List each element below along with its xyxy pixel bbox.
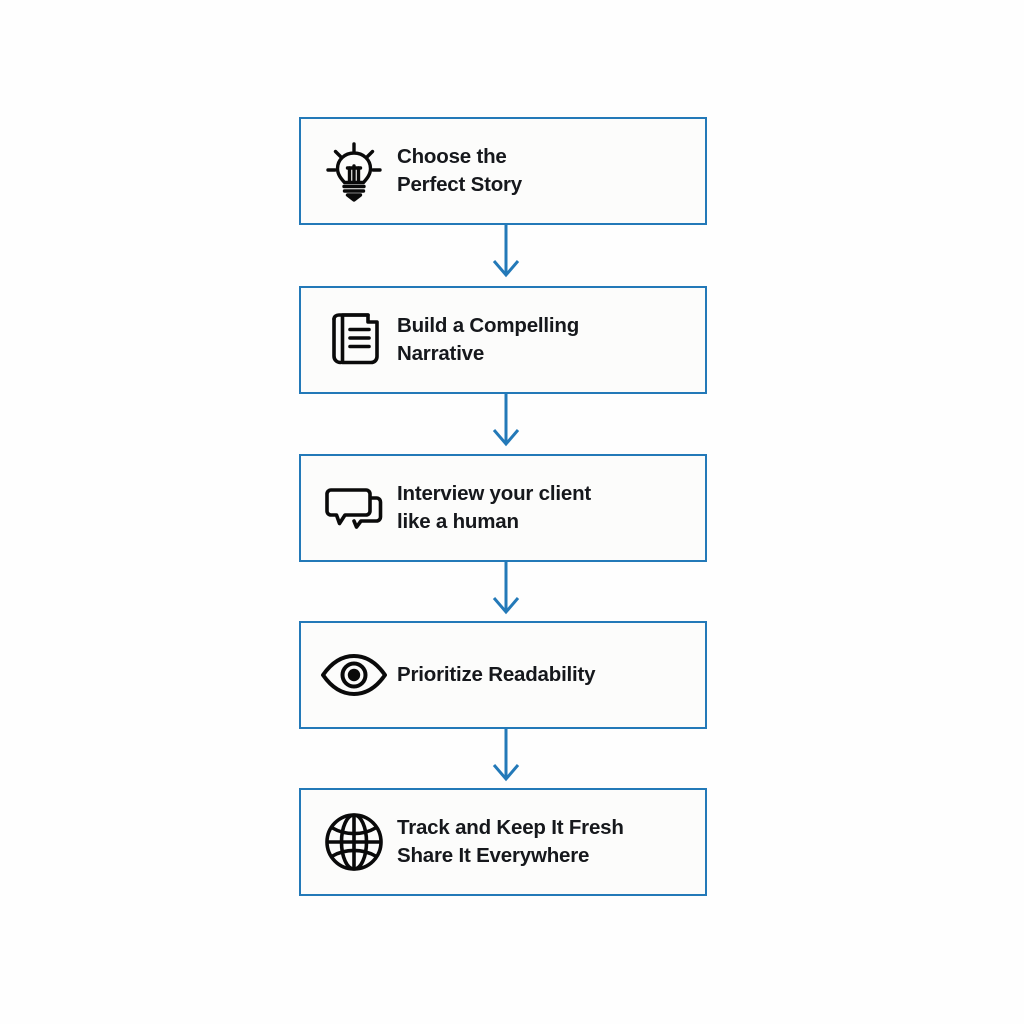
connector-3-to-4 xyxy=(0,562,1024,622)
eye-icon xyxy=(301,623,397,727)
chat-bubbles-icon xyxy=(301,456,397,560)
lightbulb-icon xyxy=(301,119,397,223)
connector-1-to-2 xyxy=(0,225,1024,285)
flow-step-2[interactable]: Build a Compelling Narrative xyxy=(299,286,707,394)
flow-step-2-label: Build a Compelling Narrative xyxy=(397,313,580,365)
flow-step-5-label: Track and Keep It Fresh Share It Everywh… xyxy=(397,815,624,867)
flow-step-4-label: Prioritize Readability xyxy=(397,662,596,686)
flow-step-3[interactable]: Interview your client like a human xyxy=(299,454,707,562)
flow-step-5[interactable]: Track and Keep It Fresh Share It Everywh… xyxy=(299,788,707,896)
newspaper-document-icon xyxy=(301,288,397,392)
flow-step-4[interactable]: Prioritize Readability xyxy=(299,621,707,729)
connector-4-to-5 xyxy=(0,729,1024,789)
flow-step-3-label: Interview your client like a human xyxy=(397,481,592,533)
globe-icon xyxy=(301,790,397,894)
flow-step-1[interactable]: Choose the Perfect Story xyxy=(299,117,707,225)
flow-step-1-label: Choose the Perfect Story xyxy=(397,144,523,196)
connector-2-to-3 xyxy=(0,394,1024,454)
